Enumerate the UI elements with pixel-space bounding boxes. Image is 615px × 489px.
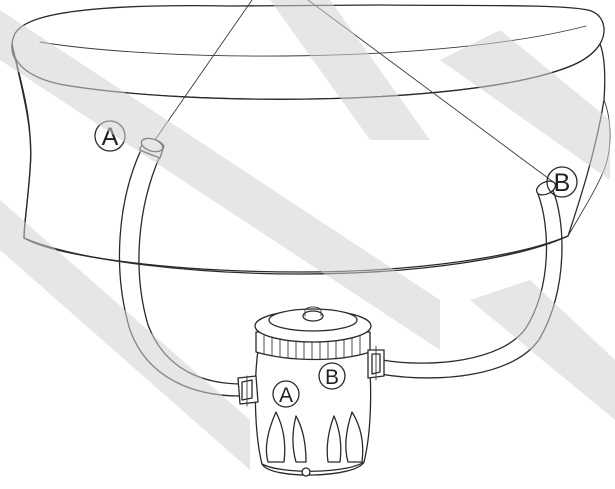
watermark-band-upper <box>270 0 430 140</box>
watermark <box>0 0 615 470</box>
pool-wall-left-edge <box>11 43 32 239</box>
label-pool-b-text: B <box>554 169 571 197</box>
pump-drain-plug <box>301 467 311 477</box>
watermark-band-right-lower <box>470 280 615 420</box>
pump-lid-knob <box>302 310 324 322</box>
label-pool-b-circle <box>546 166 578 198</box>
label-pump-b-text: B <box>325 366 339 389</box>
pump-lid-knob-stem <box>304 306 322 317</box>
pump-vent-right <box>345 411 364 463</box>
watermark-band-left-long <box>0 10 440 350</box>
pool-rim-inner-line <box>39 25 587 57</box>
label-pump-b: B <box>318 362 346 390</box>
watermark-band-left-lower <box>0 200 250 470</box>
filter-pump <box>237 306 385 477</box>
watermark-band-right <box>440 30 610 180</box>
hose-a-inner <box>138 155 243 385</box>
pump-vent-center-right <box>326 415 342 463</box>
label-pump-a: A <box>272 380 300 408</box>
label-pump-a-circle <box>272 380 300 408</box>
label-pump-a-text: A <box>279 384 293 407</box>
pool-wall-bottom <box>23 235 569 275</box>
label-pool-b: B <box>546 166 578 198</box>
pump-base <box>261 461 365 472</box>
pump-vent-left <box>265 411 286 463</box>
pump-vent-center-left <box>292 415 307 463</box>
label-pump-b-circle <box>318 362 346 390</box>
